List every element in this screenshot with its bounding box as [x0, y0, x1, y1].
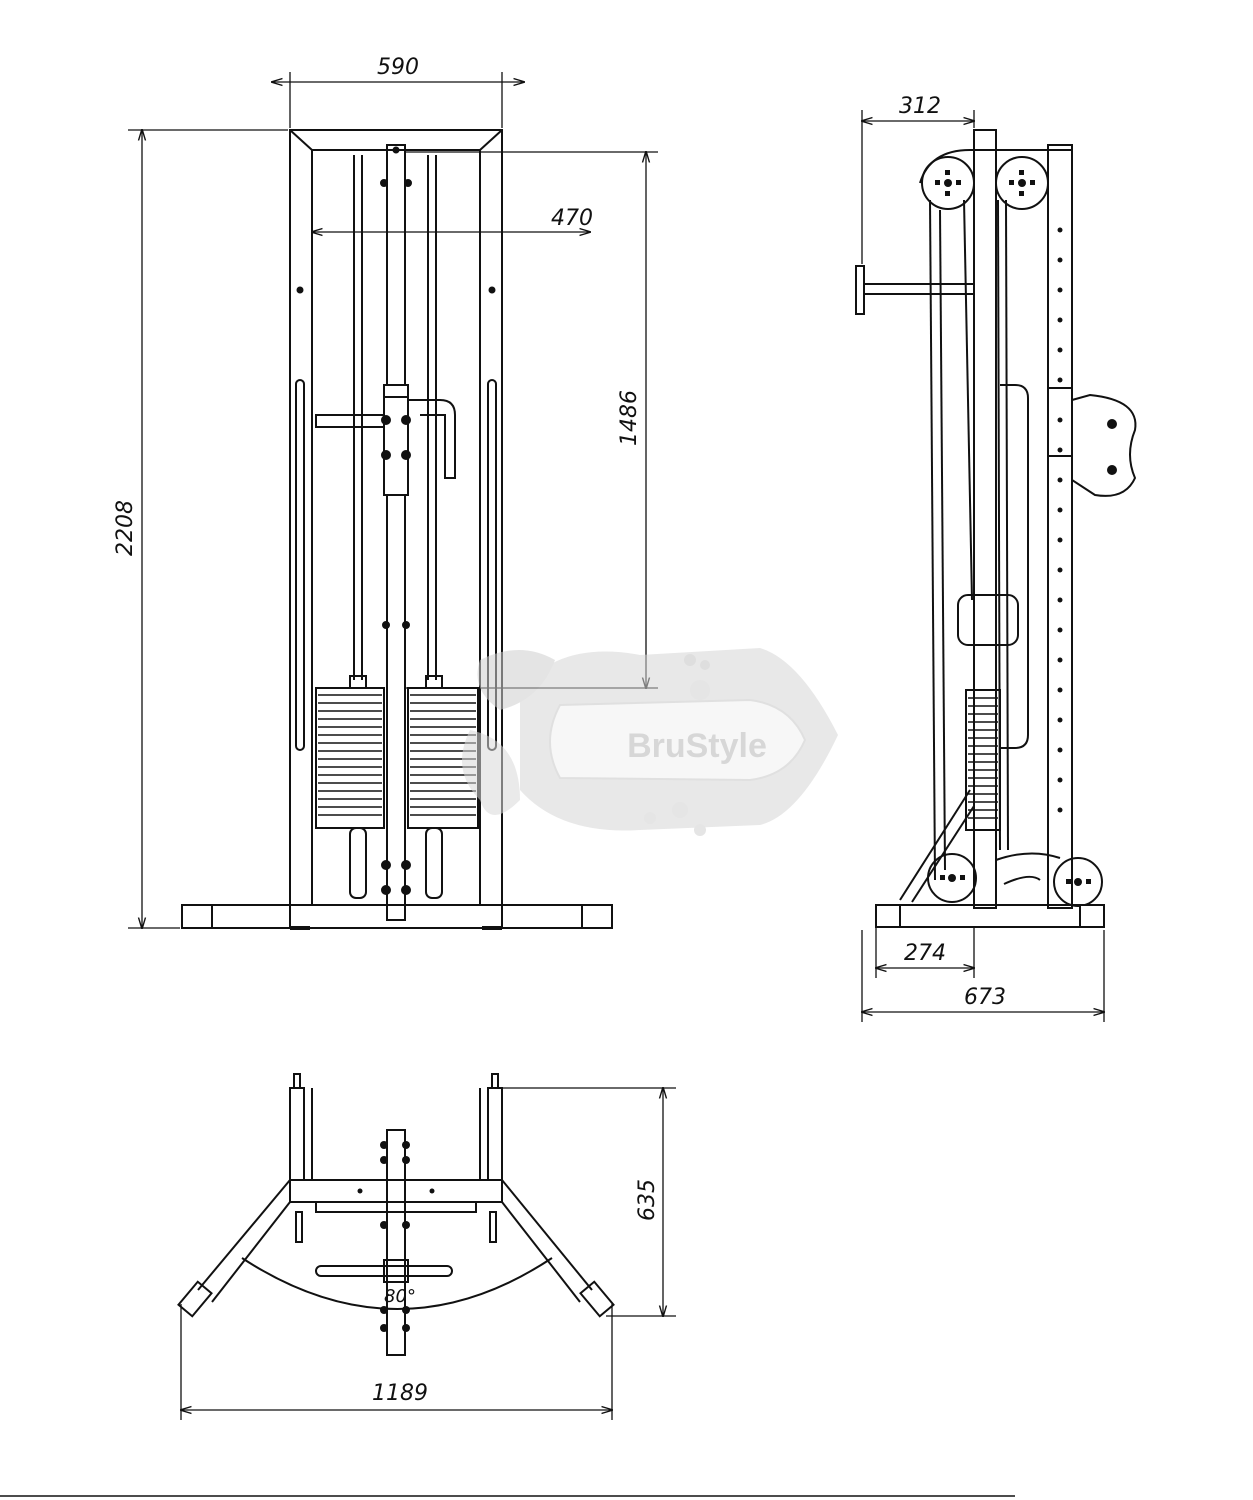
dim-side-base-front: 274 [904, 941, 946, 966]
dim-side-total-depth: 673 [964, 985, 1006, 1010]
front-view [181, 129, 613, 930]
brustyle-watermark-logo: BruStyle [462, 648, 838, 836]
side-weight-plates [968, 697, 998, 819]
dim-top-depth: 635 [635, 1179, 660, 1221]
dim-front-inner-width: 470 [551, 206, 593, 231]
dim-front-height: 2208 [113, 500, 138, 556]
top-view [177, 1073, 615, 1356]
top-dimension-lines [181, 1088, 676, 1420]
side-view [855, 129, 1137, 928]
dim-top-total-width: 1189 [372, 1381, 428, 1406]
dim-top-angle: 80° [384, 1286, 416, 1307]
front-weight-plates [318, 694, 476, 816]
dim-front-width: 590 [377, 55, 419, 80]
side-dimension-lines [862, 110, 1104, 1022]
front-dimension-lines [128, 72, 658, 928]
watermark-brand-text: BruStyle [627, 727, 767, 765]
top-view-details [357, 1141, 435, 1332]
dim-front-pulley-height: 1486 [617, 390, 642, 446]
dim-side-top-depth: 312 [899, 94, 941, 119]
side-pulley-details [935, 170, 1091, 886]
